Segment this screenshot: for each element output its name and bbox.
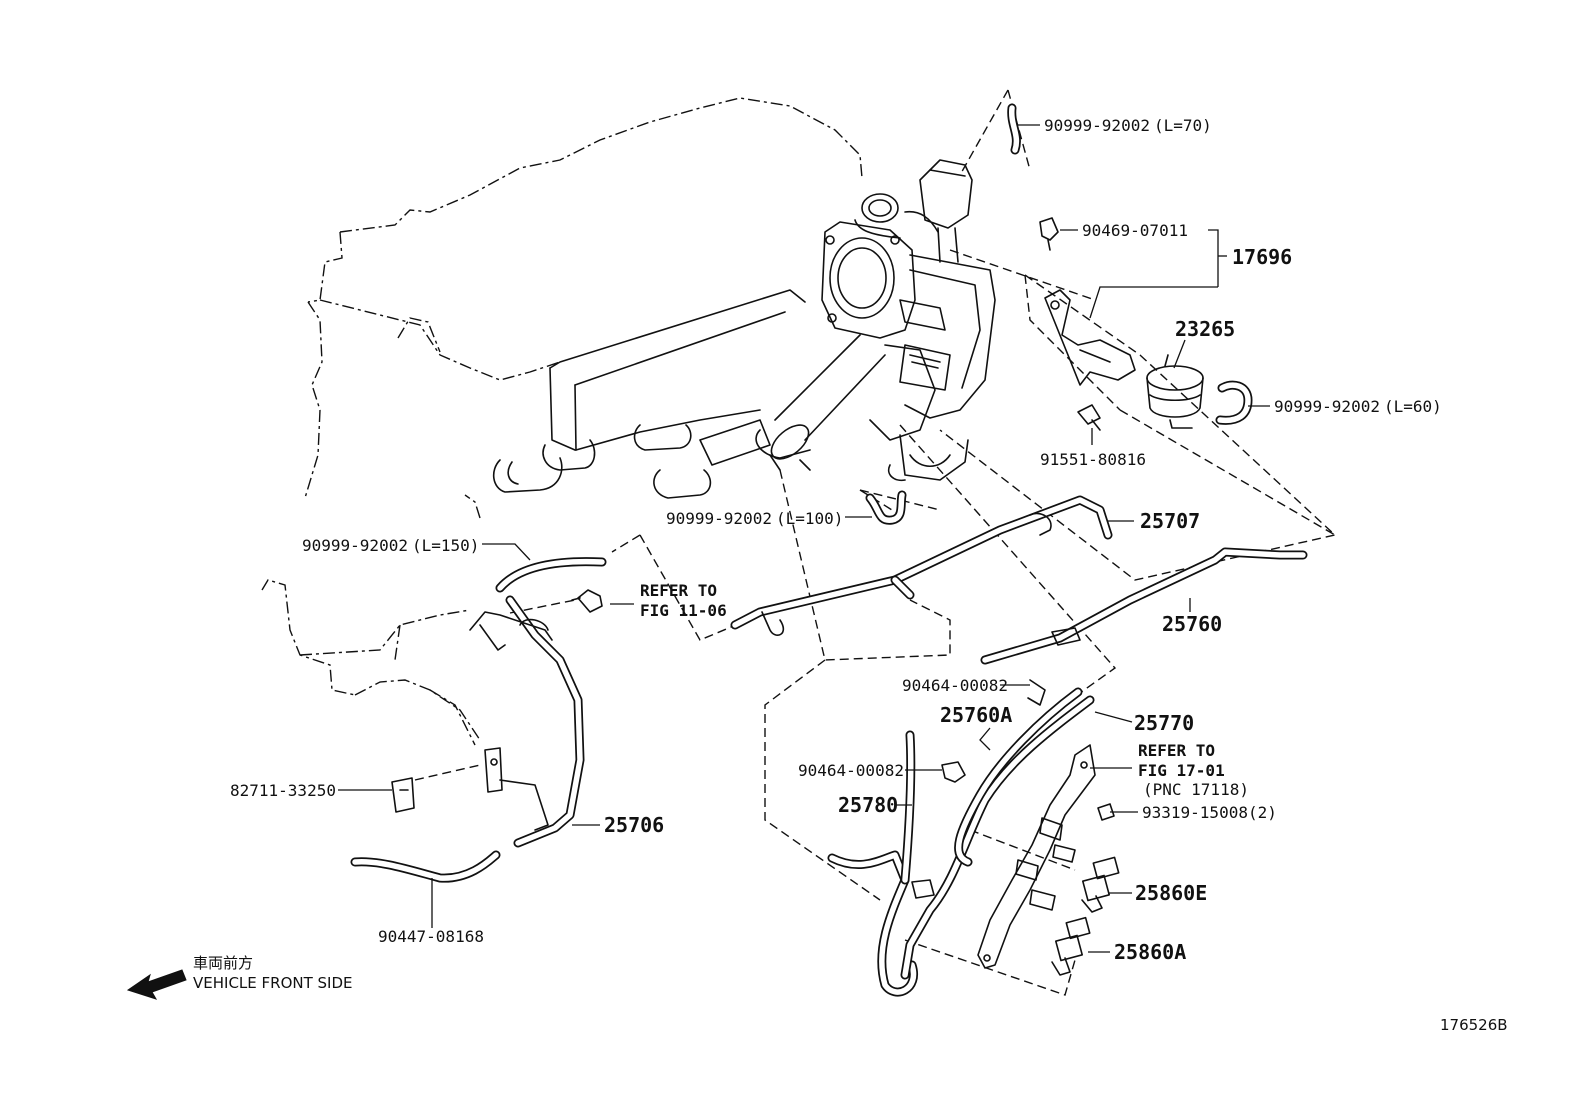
- label-refer-to-b: REFER TO: [1138, 741, 1215, 760]
- label-l70: (L=70): [1154, 116, 1212, 135]
- label-l150: (L=150): [412, 536, 479, 555]
- hose-l150: [495, 557, 607, 593]
- clip-90469: [1039, 217, 1059, 251]
- pipe-25706: [469, 595, 585, 848]
- pipe-25760A: [900, 695, 1095, 980]
- label-pnc-17118: (PNC 17118): [1143, 780, 1249, 799]
- label-25760: 25760: [1162, 612, 1222, 636]
- bolt-91551: [1077, 404, 1101, 431]
- clip-90464-a: [1027, 679, 1046, 706]
- label-90447-08168: 90447-08168: [378, 927, 484, 946]
- label-93319-15008: 93319-15008(2): [1142, 803, 1277, 822]
- pipe-25780: [827, 730, 918, 997]
- bolt-93319: [1097, 803, 1115, 821]
- intake-manifold: [492, 289, 806, 499]
- label-25780: 25780: [838, 793, 898, 817]
- vsv-25860A: [1051, 916, 1091, 976]
- front-arrow-icon: [126, 969, 187, 1000]
- label-l60: (L=60): [1384, 397, 1442, 416]
- label-fig-17-01: FIG 17-01: [1138, 761, 1225, 780]
- label-25770: 25770: [1134, 711, 1194, 735]
- leader-lines: [338, 124, 1270, 953]
- label-90999-92002-l150: 90999-92002: [302, 536, 408, 555]
- label-90464-00082-a: 90464-00082: [902, 676, 1008, 695]
- front-label-jp: 車両前方: [193, 954, 253, 972]
- label-refer-to-a: REFER TO: [640, 581, 717, 600]
- pipe-25770: [911, 687, 1083, 899]
- label-25706: 25706: [604, 813, 664, 837]
- throttle-body: [821, 159, 996, 419]
- label-17696: 17696: [1232, 245, 1292, 269]
- label-90464-00082-b: 90464-00082: [798, 761, 904, 780]
- hose-l100: [865, 490, 907, 525]
- engine-outline: [304, 97, 863, 519]
- hose-l70: [1007, 103, 1021, 155]
- bolt-refer-11-06: [571, 589, 603, 613]
- label-90999-92002-l70: 90999-92002: [1044, 116, 1150, 135]
- label-25707: 25707: [1140, 509, 1200, 533]
- clip-90464-b: [941, 761, 966, 783]
- label-91551-80816: 91551-80816: [1040, 450, 1146, 469]
- hose-l60: [1215, 380, 1253, 425]
- pipe-25760: [980, 547, 1308, 665]
- hose-90447: [350, 850, 501, 883]
- vehicle-front-indicator: 車両前方 VEHICLE FRONT SIDE: [126, 954, 353, 1000]
- transmission-outline: [261, 579, 481, 746]
- label-82711-33250: 82711-33250: [230, 781, 336, 800]
- pipe-25707: [730, 495, 1113, 636]
- vsv-bracket: [977, 744, 1096, 969]
- label-25860E: 25860E: [1135, 881, 1207, 905]
- label-fig-11-06: FIG 11-06: [640, 601, 727, 620]
- part-labels: 90999-92002 (L=70) 90469-07011 17696 232…: [230, 116, 1442, 964]
- label-25860A: 25860A: [1114, 940, 1186, 964]
- label-90469-07011: 90469-07011: [1082, 221, 1188, 240]
- label-25760A: 25760A: [940, 703, 1012, 727]
- label-90999-92002-l100: 90999-92002: [666, 509, 772, 528]
- label-23265: 23265: [1175, 317, 1235, 341]
- label-90999-92002-l60: 90999-92002: [1274, 397, 1380, 416]
- vacuum-tank-23265: [1146, 354, 1204, 429]
- bracket-17696: [1044, 289, 1136, 386]
- manifold-right: [869, 344, 969, 482]
- egr-pipe: [755, 334, 886, 471]
- front-label-en: VEHICLE FRONT SIDE: [193, 974, 353, 992]
- clip-82711: [391, 777, 415, 813]
- illustration-number: 176526B: [1440, 1016, 1508, 1034]
- label-l100: (L=100): [776, 509, 843, 528]
- vsv-25860E: [1081, 856, 1120, 913]
